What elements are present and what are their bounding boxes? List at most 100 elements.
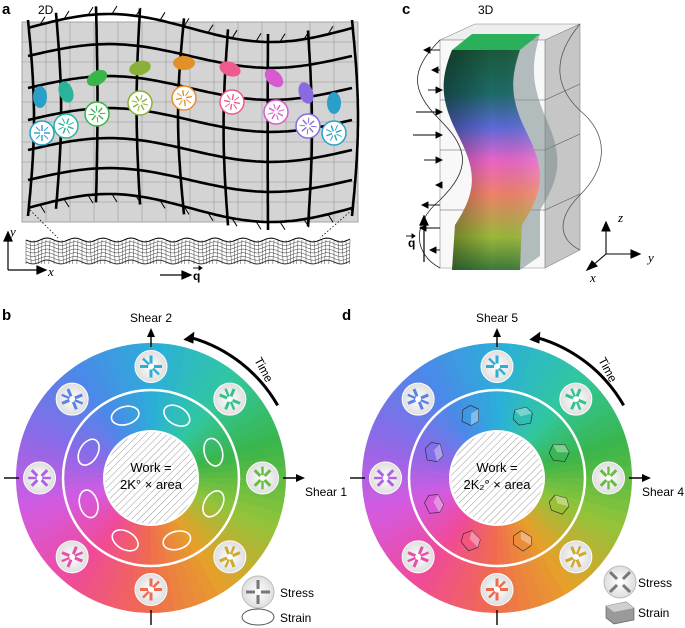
wheel-sector: [181, 351, 209, 399]
stress-arrows: [267, 103, 285, 121]
strain-box: [548, 444, 570, 462]
stress-arrow: [140, 94, 143, 101]
stress-arrow: [575, 401, 582, 411]
mesh-column: [350, 19, 360, 217]
strain-ellipses: [33, 56, 341, 114]
stress-arrow: [570, 558, 576, 568]
wheel-sector: [24, 420, 72, 448]
stress-arrow: [575, 388, 582, 397]
strip-column: [212, 239, 215, 265]
stress-arrow: [233, 104, 238, 110]
time-arc: [190, 336, 279, 407]
strip-column: [121, 239, 123, 265]
wheel-sector: [450, 560, 475, 609]
inner-ring-sector: [64, 485, 106, 501]
inner-ring-sector: [434, 410, 467, 445]
strain-ellipse: [86, 69, 108, 87]
legend-strain-icon-top: [606, 602, 634, 612]
inner-ring-sector: [496, 524, 505, 566]
inner-ring-sector: [410, 454, 452, 470]
strip-column: [57, 239, 60, 265]
wheel-sector: [20, 431, 69, 456]
surface-arrow: [279, 221, 286, 231]
surface-arrow: [159, 12, 166, 21]
stress-arrow: [140, 104, 145, 111]
inner-ring-sector: [189, 501, 228, 529]
inner-ring-sector: [83, 415, 118, 448]
wheel-sector: [187, 554, 219, 601]
stress-disk: [559, 382, 593, 416]
wheel-sector: [527, 351, 555, 399]
stress-arrow: [131, 100, 138, 103]
strip-column: [44, 239, 47, 265]
stress-arrow: [71, 546, 78, 555]
strain-box-top: [520, 530, 532, 546]
strip-column: [296, 239, 299, 265]
strip-column: [272, 239, 275, 265]
strip-column: [324, 239, 327, 265]
inner-ring-sector: [543, 482, 585, 494]
stress-arrow: [599, 469, 608, 477]
surface-arrow: [327, 214, 334, 223]
stress-glyph: [219, 388, 241, 411]
legend-strain-icon: [241, 608, 275, 626]
strain-ellipse: [78, 489, 99, 519]
stress-arrows: [131, 94, 149, 112]
stress-arrow: [388, 476, 397, 480]
stress-arrow: [420, 556, 429, 563]
strain-ellipse: [129, 60, 151, 76]
strain-ellipse: [219, 61, 241, 77]
wheel-sector: [450, 347, 475, 396]
surface-arrow: [255, 33, 262, 42]
stress-arrow: [28, 476, 37, 480]
inner-ring-sector: [195, 490, 237, 509]
stress-arrow: [336, 133, 342, 138]
stress-arrow: [40, 469, 49, 477]
strip-column: [33, 239, 36, 265]
panel-d-labels: Shear 5 Shear 4 Time Work = 2K₂° × area …: [464, 311, 685, 620]
panel-d: d: [342, 307, 651, 625]
stress-arrow: [301, 126, 307, 132]
inner-ring-sector: [68, 493, 109, 516]
wheel-sector: [34, 400, 80, 434]
wheel-sector: [233, 431, 282, 456]
inner-ring-sector: [429, 508, 464, 541]
inner-ring-sector: [196, 455, 238, 471]
stress-arrow: [224, 103, 230, 108]
wheel-sector: [519, 347, 544, 396]
wheel-sector: [104, 347, 129, 396]
stress-arrow: [376, 469, 385, 477]
inner-ring-sector: [74, 501, 113, 529]
wheel-sector: [115, 562, 136, 611]
surface-arrow: [87, 6, 94, 16]
strip-column: [93, 239, 95, 265]
displacement-curve-right: [559, 23, 602, 251]
stress-disk: [23, 461, 56, 495]
surface-arrow: [87, 194, 94, 204]
stress-arrow: [268, 107, 275, 112]
inner-ring-sector: [127, 523, 143, 565]
stress-disk: [55, 382, 89, 416]
legend-stress-glyph: [608, 570, 632, 594]
stress-arrow: [141, 98, 148, 103]
stress-arrow: [67, 126, 74, 130]
strip-column: [141, 239, 144, 265]
wheel-sector: [541, 361, 575, 407]
inner-ring-sector: [151, 390, 160, 432]
stress-arrow: [306, 128, 309, 135]
stress-arrow: [226, 94, 231, 100]
stress-arrow: [575, 545, 582, 555]
stress-arrow: [135, 95, 140, 102]
stress-arrow: [277, 112, 284, 117]
strip-column: [309, 239, 312, 265]
stress-arrow: [224, 546, 231, 555]
inner-ring-sector: [159, 391, 175, 433]
stress-arrow: [263, 469, 272, 477]
surface-arrow: [255, 221, 262, 230]
inner-ring-sector: [197, 478, 239, 487]
strip-row: [25, 248, 351, 254]
inner-ring-sector: [535, 427, 574, 455]
shear5-label: Shear 5: [476, 311, 518, 325]
inner-ring-sector: [434, 511, 467, 546]
stress-arrow: [621, 570, 632, 581]
